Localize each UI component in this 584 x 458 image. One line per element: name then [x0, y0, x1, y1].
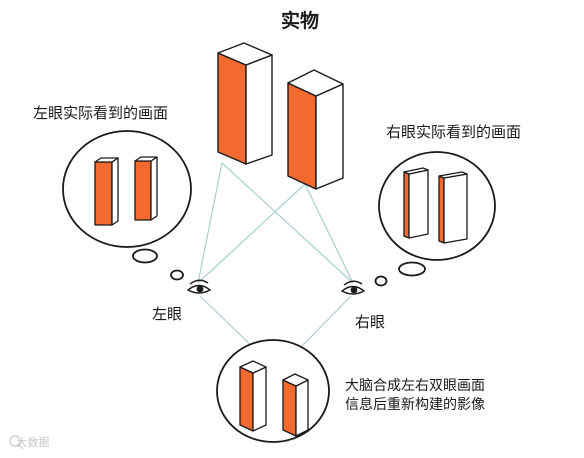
real-object-block-right — [287, 69, 344, 190]
brain-caption-line-1: 大脑合成左右双眼画面 — [345, 378, 485, 394]
watermark-text: 大数据 — [16, 436, 50, 449]
left-eye-label: 左眼 — [152, 305, 183, 323]
watermark: 大数据 — [6, 434, 50, 450]
right-eye-label: 右眼 — [355, 313, 386, 331]
right-view-block-2 — [438, 171, 468, 244]
right-eye-icon — [340, 280, 366, 295]
brain-block-1 — [239, 360, 267, 432]
left-view-block-1 — [94, 157, 119, 226]
left-eye-view-caption: 左眼实际看到的画面 — [33, 104, 169, 122]
right-view-block-1 — [403, 167, 429, 239]
left-view-thought-bubble — [62, 130, 192, 281]
brain-caption: 大脑合成左右双眼画面 信息后重新构建的影像 — [345, 377, 485, 415]
right-view-thought-bubble — [374, 151, 496, 287]
brain-image-circle — [216, 339, 330, 443]
real-object-block-left — [217, 42, 273, 165]
left-view-block-2 — [134, 156, 158, 221]
right-eye-view-caption: 右眼实际看到的画面 — [386, 123, 522, 141]
brain-caption-line-2: 信息后重新构建的影像 — [345, 397, 485, 413]
watermark-icon — [9, 435, 24, 450]
left-eye-icon — [186, 279, 212, 294]
title: 实物 — [281, 10, 320, 32]
brain-block-2 — [282, 373, 309, 437]
sight-lines — [197, 162, 354, 353]
